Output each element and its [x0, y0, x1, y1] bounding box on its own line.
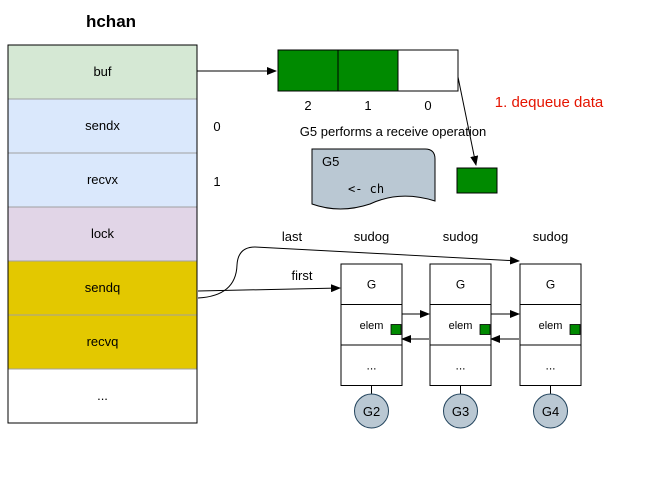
goroutine-label: G4 — [542, 404, 559, 419]
hchan-field-recvx: recvx — [7, 152, 198, 208]
buffer-slot — [277, 49, 339, 92]
last-label: last — [282, 229, 303, 244]
sudog-field-cell — [340, 344, 403, 386]
hchan-field-lock: lock — [7, 206, 198, 262]
hchan-field-label: buf — [93, 64, 111, 79]
buffer-slot — [337, 49, 399, 92]
last-pointer-arrow — [197, 246, 520, 299]
sudog-header: sudog — [443, 229, 478, 244]
hchan-field-cell — [7, 206, 198, 262]
dequeued-element — [456, 167, 498, 194]
hchan-field-more: ... — [7, 368, 198, 424]
sudog-field-cell — [429, 344, 492, 386]
step-label: 1. dequeue data — [495, 94, 604, 111]
sudog-field-elem: elem — [539, 320, 563, 332]
hchan-field-label: recvq — [87, 334, 119, 349]
buffer-slot-index: 2 — [304, 98, 311, 113]
sudog-field-elem: elem — [449, 320, 473, 332]
sudog-field-more: ... — [366, 358, 376, 372]
hchan-struct-border — [7, 44, 198, 424]
first-label: first — [292, 268, 313, 283]
hchan-field-cell — [7, 260, 198, 316]
elem-data-block — [390, 324, 402, 335]
hchan-field-cell — [7, 98, 198, 154]
buffer-slot-index: 0 — [424, 98, 431, 113]
hchan-field-label: recvx — [87, 172, 119, 187]
sendx-value: 0 — [213, 119, 220, 134]
hchan-field-label: ... — [97, 388, 108, 403]
ring-buffer: 2 1 0 — [277, 49, 459, 113]
goroutine-circle — [443, 393, 478, 429]
sudog-field-g: G — [546, 277, 555, 291]
sudog-queue: sudogGelem...G2sudogGelem...G3sudogGelem… — [340, 229, 582, 429]
hchan-title: hchan — [86, 12, 136, 31]
sudog-field-cell — [519, 344, 582, 386]
goroutine-circle — [533, 393, 568, 429]
g5-card — [311, 148, 436, 210]
sudog-field-more: ... — [545, 358, 555, 372]
buffer-slot-index: 1 — [364, 98, 371, 113]
hchan-struct: buf sendx recvx lock sendq recvq... — [7, 44, 198, 424]
sudog-field-elem: elem — [360, 320, 384, 332]
sudog-field-g: G — [367, 277, 376, 291]
hchan-field-label: lock — [91, 226, 115, 241]
sudog-field-cell — [429, 263, 492, 305]
recvx-value: 1 — [213, 174, 220, 189]
first-pointer-arrow — [197, 284, 341, 293]
sudog-field-cell — [429, 304, 492, 346]
hchan-field-label: sendx — [85, 118, 120, 133]
sudog-field-g: G — [456, 277, 465, 291]
g5-card-code: <- ch — [348, 182, 384, 196]
sudog-header: sudog — [533, 229, 568, 244]
hchan-field-cell — [7, 44, 198, 100]
goroutine-label: G3 — [452, 404, 469, 419]
sudog-field-cell — [340, 263, 403, 305]
hchan-field-sendq: sendq — [7, 260, 198, 316]
hchan-field-cell — [7, 314, 198, 370]
sudog-field-more: ... — [455, 358, 465, 372]
operation-caption: G5 performs a receive operation — [300, 124, 486, 139]
dequeue-arrow — [457, 76, 479, 166]
sudog-header: sudog — [354, 229, 389, 244]
sudog-field-cell — [519, 263, 582, 305]
hchan-field-label: sendq — [85, 280, 120, 295]
hchan-field-cell — [7, 152, 198, 208]
goroutine-label: G2 — [363, 404, 380, 419]
elem-data-block — [569, 324, 581, 335]
buffer-slot — [397, 49, 459, 92]
goroutine-circle — [354, 393, 389, 429]
hchan-field-buf: buf — [7, 44, 198, 100]
hchan-field-recvq: recvq — [7, 314, 198, 370]
hchan-field-sendx: sendx — [7, 98, 198, 154]
elem-data-block — [479, 324, 491, 335]
g5-card-title: G5 — [322, 154, 339, 169]
